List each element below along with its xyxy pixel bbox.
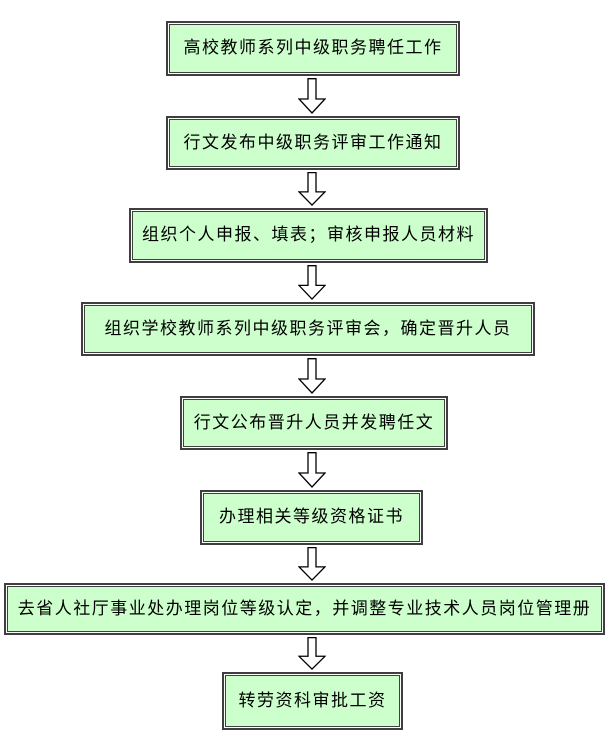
flow-node-label: 行文发布中级职务评审工作通知 bbox=[183, 132, 443, 153]
flow-node-step-1: 高校教师系列中级职务聘任工作 bbox=[166, 21, 460, 76]
flow-node-step-6: 办理相关等级资格证书 bbox=[200, 490, 423, 545]
down-arrow-icon bbox=[298, 265, 326, 300]
down-arrow-icon bbox=[298, 637, 326, 670]
flow-node-body: 高校教师系列中级职务聘任工作 bbox=[169, 24, 457, 73]
flow-node-label: 组织个人申报、填表；审核申报人员材料 bbox=[142, 225, 475, 246]
flow-node-step-7: 去省人社厅事业处办理岗位等级认定，并调整专业技术人员岗位管理册 bbox=[4, 583, 605, 635]
flow-node-label: 转劳资科审批工资 bbox=[238, 690, 387, 711]
flow-node-body: 行文发布中级职务评审工作通知 bbox=[169, 119, 457, 167]
flow-node-label: 行文公布晋升人员并发聘任文 bbox=[193, 412, 435, 433]
flow-node-body: 组织学校教师系列中级职务评审会，确定晋升人员 bbox=[84, 305, 532, 353]
flow-node-body: 办理相关等级资格证书 bbox=[203, 493, 420, 542]
flow-node-label: 办理相关等级资格证书 bbox=[219, 507, 404, 528]
flow-node-body: 去省人社厅事业处办理岗位等级认定，并调整专业技术人员岗位管理册 bbox=[7, 586, 602, 632]
down-arrow-icon bbox=[298, 358, 326, 394]
flow-node-label: 组织学校教师系列中级职务评审会，确定晋升人员 bbox=[104, 318, 512, 339]
flow-node-step-5: 行文公布晋升人员并发聘任文 bbox=[180, 396, 448, 450]
flow-node-step-8: 转劳资科审批工资 bbox=[222, 672, 403, 730]
down-arrow-icon bbox=[298, 452, 326, 488]
flow-node-body: 转劳资科审批工资 bbox=[225, 675, 400, 727]
flow-node-step-2: 行文发布中级职务评审工作通知 bbox=[166, 116, 460, 170]
flow-node-label: 去省人社厅事业处办理岗位等级认定，并调整专业技术人员岗位管理册 bbox=[17, 598, 592, 619]
flow-node-step-4: 组织学校教师系列中级职务评审会，确定晋升人员 bbox=[81, 302, 535, 356]
flow-node-label: 高校教师系列中级职务聘任工作 bbox=[183, 38, 443, 59]
down-arrow-icon bbox=[298, 172, 326, 206]
flow-node-step-3: 组织个人申报、填表；审核申报人员材料 bbox=[129, 208, 488, 263]
flow-node-body: 行文公布晋升人员并发聘任文 bbox=[183, 399, 445, 447]
flow-node-body: 组织个人申报、填表；审核申报人员材料 bbox=[132, 211, 485, 260]
down-arrow-icon bbox=[298, 78, 326, 114]
down-arrow-icon bbox=[298, 547, 326, 581]
